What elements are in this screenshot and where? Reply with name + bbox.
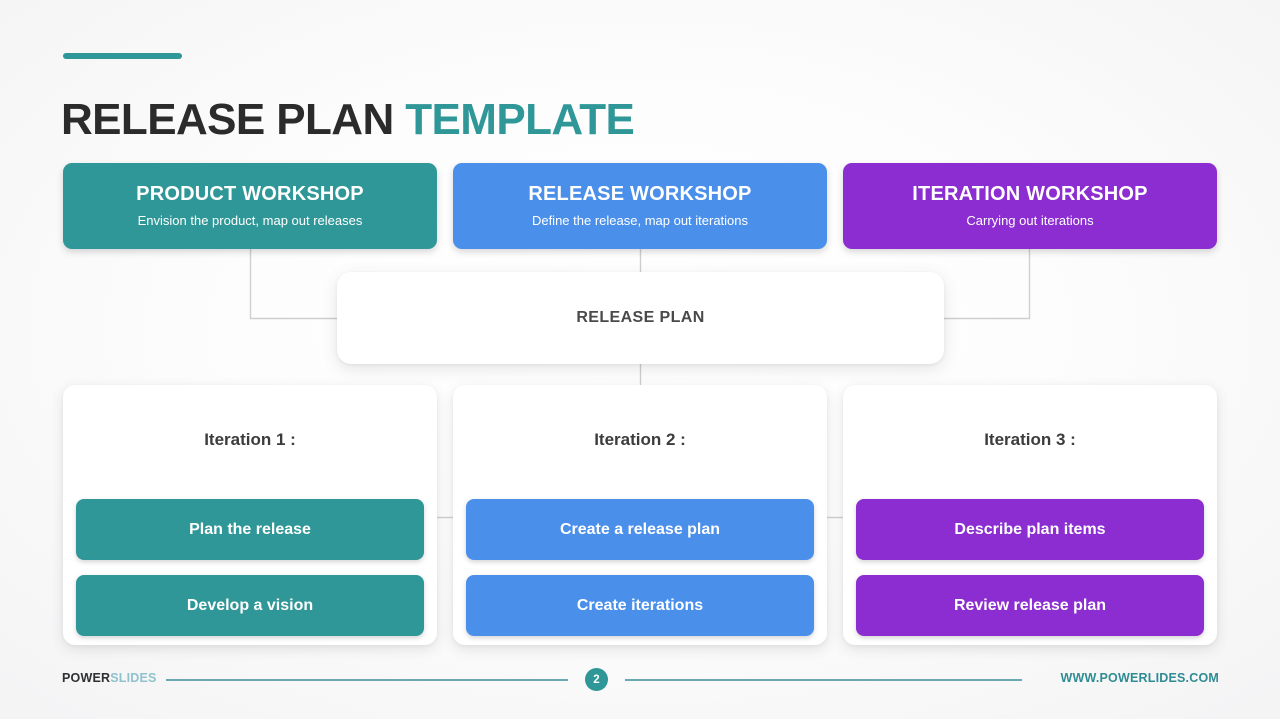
iteration-item-button[interactable]: Develop a vision [76, 575, 424, 636]
workshop-card-subtitle: Define the release, map out iterations [531, 213, 749, 229]
workshop-card-iteration[interactable]: ITERATION WORKSHOP Carrying out iteratio… [843, 163, 1217, 249]
iteration-item-button[interactable]: Create a release plan [466, 499, 814, 560]
iteration-card-2: Iteration 2 : Create a release plan Crea… [453, 385, 827, 645]
page-title-accent: TEMPLATE [405, 95, 635, 145]
iteration-item-button[interactable]: Review release plan [856, 575, 1204, 636]
release-plan-card[interactable]: RELEASE PLAN [337, 272, 944, 364]
workshop-card-title: PRODUCT WORKSHOP [136, 183, 364, 206]
iteration-item-button[interactable]: Describe plan items [856, 499, 1204, 560]
iteration-card-title: Iteration 3 : [984, 430, 1076, 449]
page-title-main: RELEASE PLAN [61, 95, 394, 145]
iteration-card-3: Iteration 3 : Describe plan items Review… [843, 385, 1217, 645]
release-plan-label: RELEASE PLAN [576, 309, 705, 326]
workshop-card-product[interactable]: PRODUCT WORKSHOP Envision the product, m… [63, 163, 437, 249]
iteration-item-button[interactable]: Create iterations [466, 575, 814, 636]
connector-right [936, 249, 1031, 320]
title-accent-bar [63, 53, 182, 59]
iteration-item-button[interactable]: Plan the release [76, 499, 424, 560]
page-title: RELEASE PLAN TEMPLATE [61, 95, 635, 145]
workshop-card-release[interactable]: RELEASE WORKSHOP Define the release, map… [453, 163, 827, 249]
footer-brand-dark: POWER [62, 671, 111, 685]
workshop-card-subtitle: Carrying out iterations [966, 213, 1094, 229]
workshop-card-title: ITERATION WORKSHOP [912, 183, 1148, 206]
footer-divider-left [166, 679, 568, 681]
iteration-card-1: Iteration 1 : Plan the release Develop a… [63, 385, 437, 645]
workshop-card-title: RELEASE WORKSHOP [528, 183, 752, 206]
page-number-badge: 2 [585, 668, 608, 691]
iteration-card-title: Iteration 1 : [204, 430, 296, 449]
footer-brand-logo: POWERSLIDES [62, 671, 157, 685]
footer-url: WWW.POWERLIDES.COM [1060, 671, 1219, 685]
connector-left [249, 249, 345, 320]
footer-divider-right [625, 679, 1022, 681]
footer-brand-light: SLIDES [110, 671, 157, 685]
iteration-card-title: Iteration 2 : [594, 430, 686, 449]
workshop-card-subtitle: Envision the product, map out releases [137, 213, 363, 229]
